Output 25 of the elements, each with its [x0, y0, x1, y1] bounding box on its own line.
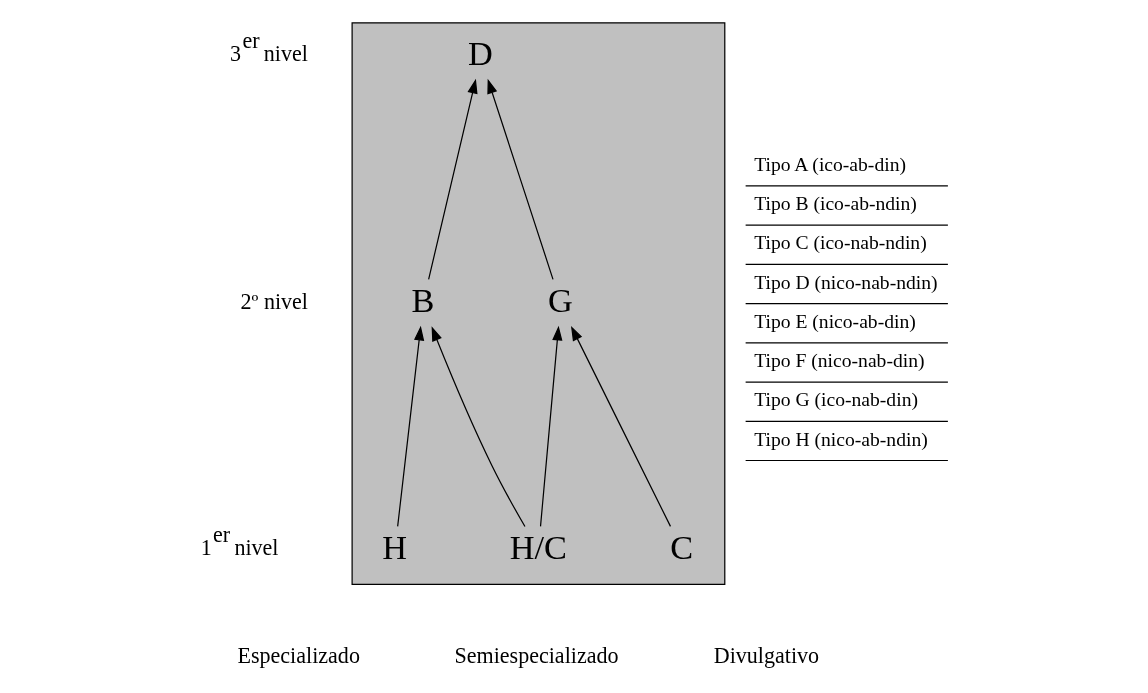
node-text: H	[382, 528, 407, 567]
label: Tipo H (nico-ab-ndin)	[754, 428, 928, 450]
label: Tipo F (nico-nab-din)	[754, 350, 925, 372]
arrow	[397, 325, 425, 527]
arrow	[428, 78, 478, 280]
arrow	[571, 325, 672, 527]
label: Tipo B (ico-ab-ndin)	[754, 193, 917, 215]
node-text: H/C	[509, 528, 567, 567]
label: Semiespecializado	[454, 643, 619, 669]
label: Divulgativo	[713, 643, 820, 669]
label: Tipo C (ico-nab-ndin)	[754, 232, 927, 254]
cluster	[351, 22, 726, 585]
node-text: D	[467, 34, 493, 73]
label: Especializado	[237, 643, 360, 669]
label: Tipo E (nico-ab-din)	[754, 310, 916, 332]
node-text: C	[670, 528, 694, 567]
label: Tipo D (nico-nab-ndin)	[754, 271, 938, 293]
arrow	[487, 78, 554, 280]
arrow	[539, 325, 563, 527]
label: Tipo A (ico-ab-din)	[754, 153, 907, 175]
node-text: G	[548, 281, 573, 320]
arrow	[431, 326, 526, 528]
node-text: B	[411, 281, 435, 320]
label: Tipo G (ico-nab-din)	[754, 389, 918, 411]
label: 2º nivel	[240, 288, 309, 314]
